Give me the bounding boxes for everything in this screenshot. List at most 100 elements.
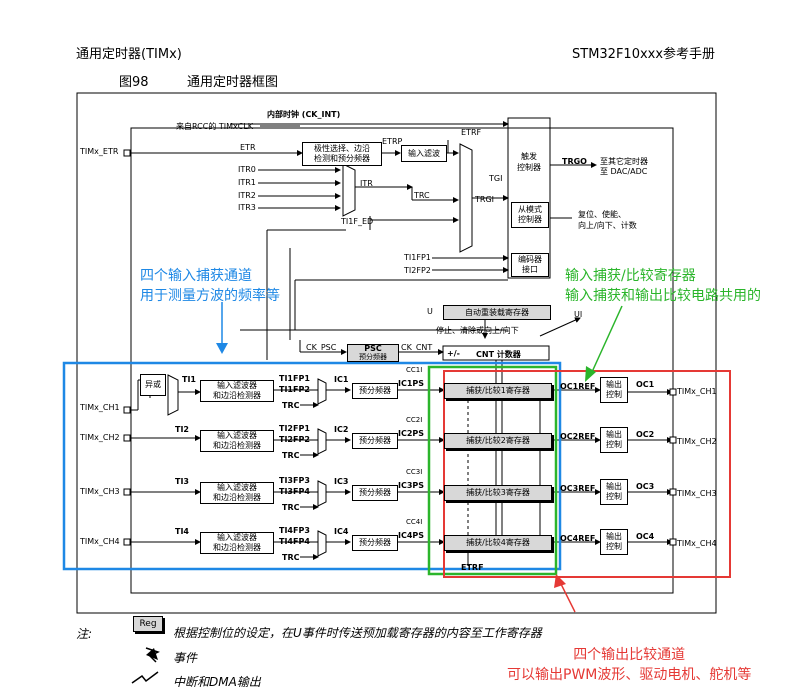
psc-label: PSC [364,344,382,353]
irq-legend-desc: 中断和DMA输出 [173,675,261,689]
icps-label-2: IC2PS [398,429,425,438]
pin-label-in-4: TIMx_CH4 [80,537,120,546]
red-annotation: 四个输出比较通道 可以输出PWM波形、驱动电机、舵机等 [507,647,752,683]
capture-compare-register-3: 捕获/比较3寄存器 [444,485,552,501]
ck-int-label: 内部时钟 (CK_INT) [267,110,341,119]
ic-label-2: IC2 [334,425,349,434]
trc-label-3: TRC [282,503,300,512]
itr-label: ITR [360,179,373,188]
reg-legend-box: Reg [133,616,163,632]
timx-etr-pin: TIMx_ETR [80,147,119,156]
ti2fp2-top-label: TI2FP2 [404,266,431,275]
filter-edge-block-3: 输入滤波器 和边沿检测器 [200,482,274,504]
cnt-counter-label: CNT 计数器 [476,350,521,359]
pin-label-out-4: TIMx_CH4 [677,539,717,548]
fp-b-label-2: TI2FP2 [279,435,310,444]
event-legend-desc: 事件 [173,651,198,665]
fp-a-label-2: TI2FP1 [279,424,310,433]
ti1f-ed-label: TI1F_ED [341,217,374,226]
prescaler-block-1: 预分频器 [352,383,398,399]
icps-label-1: IC1PS [398,379,425,388]
green-highlight-box [427,365,558,576]
ti-label-4: TI4 [175,527,189,536]
oc-label-2: OC2 [636,430,655,439]
ocref-label-1: OC1REF [560,382,596,391]
tgi-label: TGI [489,174,503,183]
trc-label-top: TRC [414,191,430,200]
capture-compare-register-1: 捕获/比较1寄存器 [444,383,552,399]
prescaler-block-3: 预分频器 [352,485,398,501]
output-control-block-3: 输出 控制 [600,479,628,505]
output-control-block-2: 输出 控制 [600,427,628,453]
fp-a-label-4: TI4FP3 [279,526,310,535]
oc-label-4: OC4 [636,532,655,541]
capture-compare-register-4: 捕获/比较4寄存器 [444,535,552,551]
ic-label-3: IC3 [334,477,349,486]
ti-label-3: TI3 [175,477,189,486]
cci-label-4: CC4I [406,518,423,526]
icps-label-3: IC3PS [398,481,425,490]
autoreload-register: 自动重装载寄存器 [443,305,551,320]
oc-label-3: OC3 [636,482,655,491]
pin-label-in-1: TIMx_CH1 [80,403,120,412]
input-filter-block: 输入滤波 [401,145,447,162]
reg-legend-desc: 根据控制位的设定，在U事件时传送预加载寄存器的内容至工作寄存器 [173,626,542,640]
filter-edge-block-2: 输入滤波器 和边沿检测器 [200,430,274,452]
trgo-destination: 至其它定时器 至 DAC/ADC [600,157,648,176]
prescaler-block-4: 预分频器 [352,535,398,551]
rcc-label: 来自RCC的 TIMxCLK [176,122,254,131]
slave-mode-block: 从模式 控制器 [511,202,549,228]
ti1fp1-top-label: TI1FP1 [404,253,431,262]
itr0-label: ITR0 [238,165,256,174]
ti-label-2: TI2 [175,425,189,434]
u-label-top: U [427,307,433,316]
psc-sub-label: 预分频器 [359,353,387,361]
prescaler-block-2: 预分频器 [352,433,398,449]
notes-label: 注: [76,627,93,641]
psc-block: PSC 预分频器 [347,344,399,362]
reset-description: 复位、使能、 向上/向下、计数 [578,210,637,230]
ck-cnt-label: CK_CNT [401,343,433,352]
ocref-label-2: OC2REF [560,432,596,441]
itr3-label: ITR3 [238,203,256,212]
oc-label-1: OC1 [636,380,655,389]
output-control-block-4: 输出 控制 [600,529,628,555]
fp-a-label-1: TI1FP1 [279,374,310,383]
ck-psc-label: CK_PSC [306,343,337,352]
plus-minus-label: +/- [447,349,460,358]
etrf-bottom-label: ETRF [461,563,484,572]
trc-label-2: TRC [282,451,300,460]
ocref-label-3: OC3REF [560,484,596,493]
etrf-label: ETRF [461,128,482,137]
capture-compare-register-2: 捕获/比较2寄存器 [444,433,552,449]
output-control-block-1: 输出 控制 [600,377,628,403]
etr-label: ETR [240,143,256,152]
trgi-label: TRGI [475,195,495,204]
fp-b-label-4: TI4FP4 [279,537,310,546]
encoder-block: 编码器 接口 [511,253,549,277]
figure-title: 通用定时器框图 [187,75,279,90]
pin-label-in-2: TIMx_CH2 [80,433,120,442]
ti-label-1: TI1 [182,375,196,384]
green-annotation: 输入捕获/比较寄存器 输入捕获和输出比较电路共用的 [565,268,761,304]
etrp-label: ETRP [382,137,403,146]
trigger-controller-label: 触发 控制器 [517,152,541,172]
pin-label-out-2: TIMx_CH2 [677,437,717,446]
cci-label-1: CC1I [406,366,423,374]
trc-label-4: TRC [282,553,300,562]
itr1-label: ITR1 [238,178,256,187]
blue-highlight-box [62,361,562,571]
pin-label-out-1: TIMx_CH1 [677,387,717,396]
ic-label-1: IC1 [334,375,349,384]
header-left: 通用定时器(TIMx) [76,47,182,62]
ui-label: UI [574,310,583,319]
icps-label-4: IC4PS [398,531,425,540]
fp-b-label-1: TI1FP2 [279,385,310,394]
pin-label-out-3: TIMx_CH3 [677,489,717,498]
cci-label-3: CC3I [406,468,423,476]
polarity-block: 极性选择、边沿 检测和预分频器 [302,142,382,166]
blue-annotation: 四个输入捕获通道 用于测量方波的频率等 [140,268,280,304]
filter-edge-block-1: 输入滤波器 和边沿检测器 [200,380,274,402]
trc-label-1: TRC [282,401,300,410]
